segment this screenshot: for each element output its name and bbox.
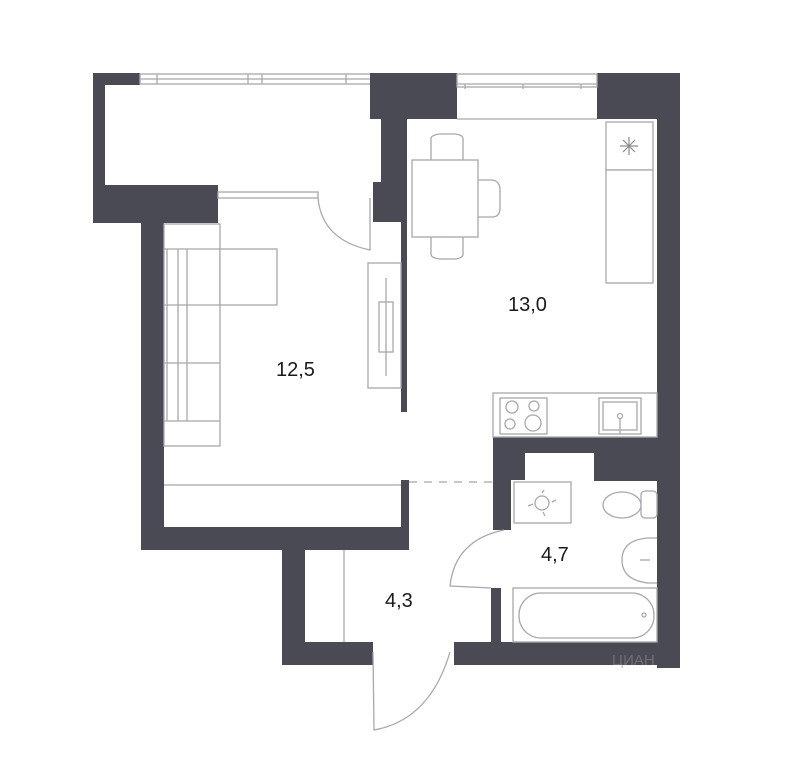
bathtub — [512, 587, 658, 643]
room-area-living: 12,5 — [276, 359, 315, 381]
room-area-kitchen: 13,0 — [508, 294, 547, 316]
washing-machine-icon — [527, 489, 557, 517]
room-area-bathroom: 4,7 — [541, 544, 569, 566]
entrance-door-swing — [372, 651, 451, 731]
sofa — [163, 223, 278, 447]
living-room-walls — [141, 223, 493, 550]
bathroom-door-swing — [449, 529, 505, 589]
bathroom-walls — [493, 437, 657, 530]
cooktop — [499, 397, 548, 435]
balcony — [93, 73, 373, 223]
dining-table — [411, 133, 501, 260]
refrigerator-snowflake-icon — [620, 137, 638, 155]
hallway-walls — [282, 550, 680, 665]
toilet — [602, 490, 658, 519]
kitchen-sink — [598, 397, 642, 435]
balcony-door-swing — [317, 197, 371, 251]
kitchen-fixtures — [492, 121, 658, 438]
washbasin — [621, 537, 657, 584]
partition-walls — [370, 73, 680, 668]
room-area-hallway: 4,3 — [385, 590, 413, 612]
bathroom-fixtures — [512, 481, 658, 643]
watermark: ЦИАН — [612, 652, 655, 669]
tv-stand — [367, 262, 402, 389]
